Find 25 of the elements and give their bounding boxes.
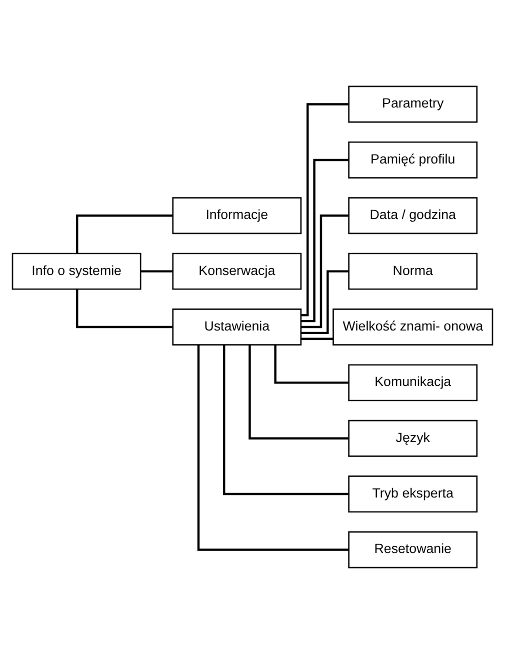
connector [301, 158, 349, 322]
node-box: Ustawienia [172, 308, 302, 345]
node-box: Data / godzina [348, 196, 478, 234]
node-box: Parametry [348, 85, 478, 122]
connector [76, 214, 173, 253]
connector [301, 270, 349, 334]
connector [140, 270, 173, 272]
node-box: Norma [348, 252, 478, 290]
connector [274, 344, 349, 384]
node-box: Resetowanie [348, 530, 478, 568]
connector [222, 344, 348, 495]
node-box: Konserwacja [172, 252, 302, 290]
connector [301, 102, 349, 316]
connector [301, 214, 349, 328]
connector [301, 337, 334, 340]
connector [197, 344, 349, 550]
connector [76, 288, 173, 328]
node-box: Komunikacja [348, 364, 478, 401]
node-box: Wielkość znami- onowa [332, 308, 494, 345]
node-box: Info o systemie [12, 252, 142, 290]
node-box: Pamięć profilu [348, 140, 478, 178]
node-box: Tryb eksperta [348, 475, 478, 512]
connector [248, 344, 348, 439]
node-box: Język [348, 419, 478, 456]
node-box: Informacje [172, 196, 302, 234]
